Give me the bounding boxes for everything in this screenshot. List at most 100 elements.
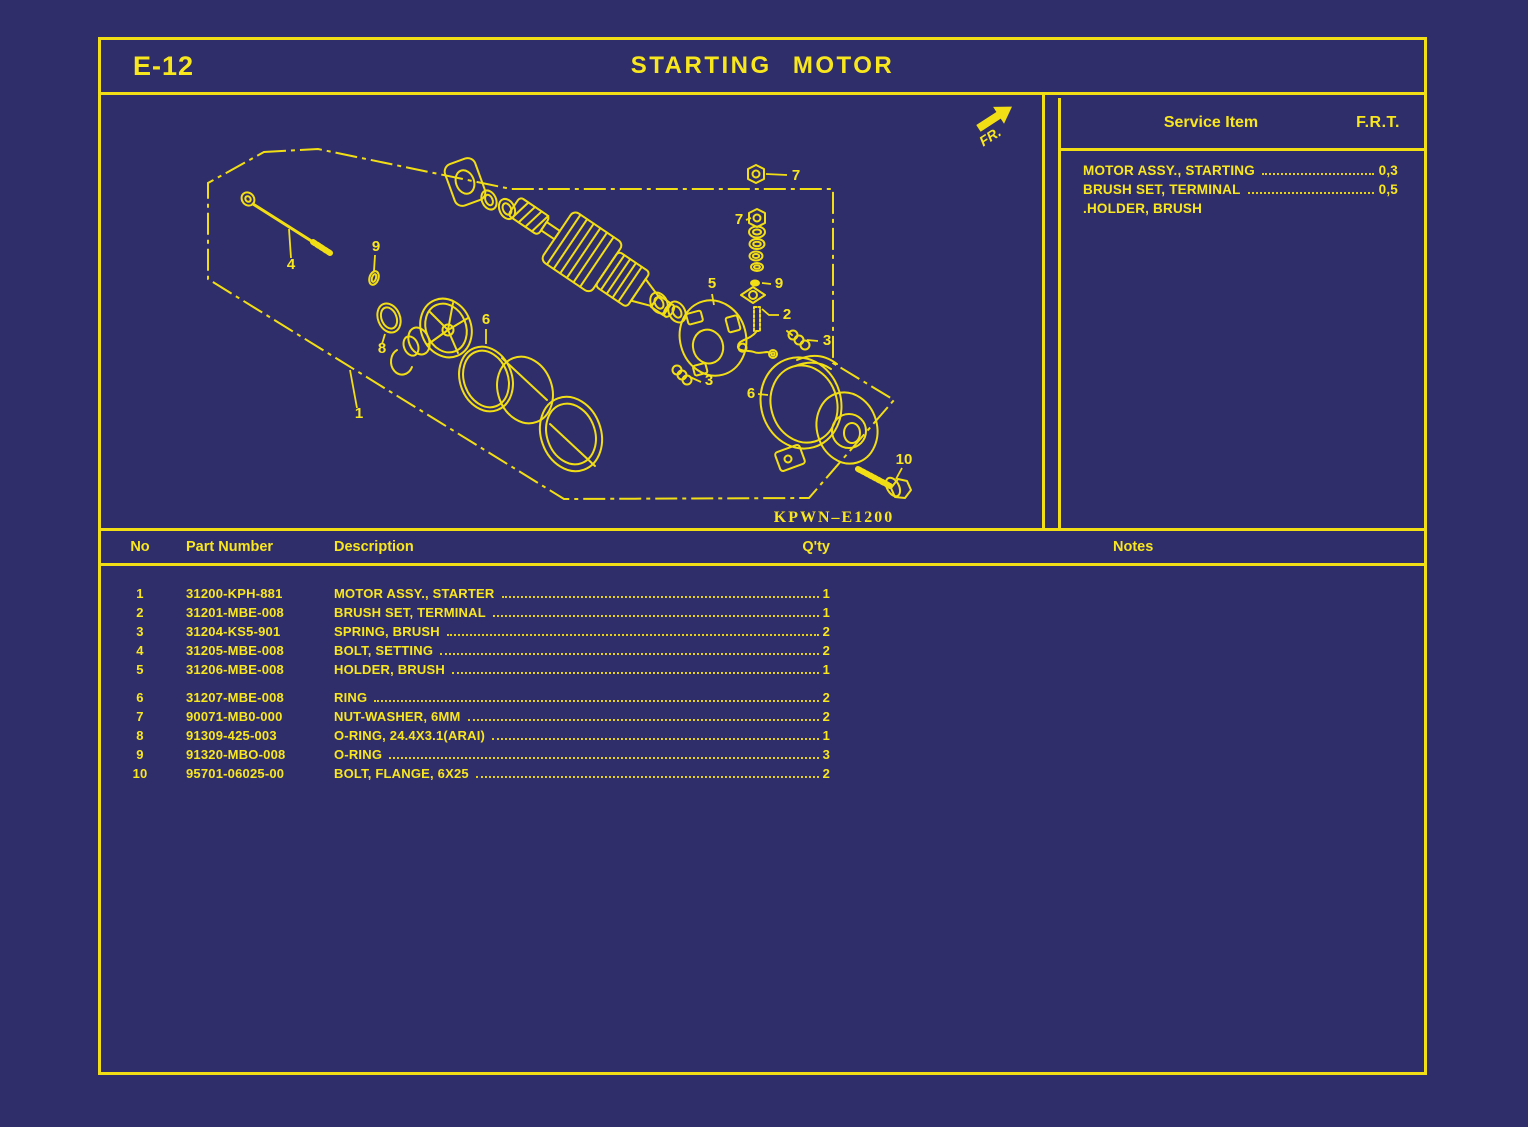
col-header-part-number: Part Number xyxy=(186,539,274,555)
cell-part-number: 31205-MBE-008 xyxy=(186,643,284,658)
cell-part-number: 31200-KPH-881 xyxy=(186,586,283,601)
leader-dots xyxy=(475,776,819,778)
catalog-frame: E-12 STARTING MOTOR xyxy=(98,37,1427,1075)
cell-no: 6 xyxy=(136,690,144,705)
cell-qty: 1 xyxy=(822,728,830,743)
cell-part-number: 31204-KS5-901 xyxy=(186,624,281,639)
cell-qty: 1 xyxy=(822,662,830,677)
diagram-callout-10: 10 xyxy=(896,451,913,468)
cell-description: BOLT, SETTING xyxy=(334,643,434,658)
parts-table-row: 7 90071-MB0-000 NUT-WASHER, 6MM 2 xyxy=(101,709,1424,728)
col-header-qty: Q'ty xyxy=(802,539,830,555)
diagram-callout-9: 9 xyxy=(775,275,783,292)
frt-header: F.R.T. xyxy=(1356,114,1400,131)
washer-stack xyxy=(749,227,765,272)
figure-code: KPWN–E1200 xyxy=(774,509,894,526)
brush-holder-5 xyxy=(671,293,754,383)
service-item-row: MOTOR ASSY., STARTING 0,3 xyxy=(1083,163,1398,182)
ring-6 xyxy=(450,339,521,419)
motor-housing xyxy=(488,349,612,480)
cell-part-number: 91320-MBO-008 xyxy=(186,747,286,762)
page-header: E-12 STARTING MOTOR xyxy=(101,40,1424,95)
callout-labels: 1 2 3 3 4 5 6 6 7 7 8 9 9 10 xyxy=(287,167,913,468)
parts-table-body: 1 31200-KPH-881 MOTOR ASSY., STARTER 1 2… xyxy=(101,566,1424,785)
service-panel-header: Service Item F.R.T. xyxy=(1061,98,1424,151)
service-item-row: .HOLDER, BRUSH xyxy=(1083,201,1398,220)
leader-dots xyxy=(492,615,819,617)
service-item-name: MOTOR ASSY., STARTING xyxy=(1083,163,1255,178)
col-header-notes: Notes xyxy=(1113,539,1154,555)
diagram-callout-6: 6 xyxy=(747,385,755,402)
cell-no: 7 xyxy=(136,709,144,724)
o-ring-9-stack xyxy=(750,279,760,287)
diagram-callout-7: 7 xyxy=(792,167,800,184)
diagram-callout-1: 1 xyxy=(355,405,363,422)
nut-7-top xyxy=(748,165,764,183)
cell-no: 4 xyxy=(136,643,144,658)
leader-dots xyxy=(1261,173,1374,175)
diagram-callout-9: 9 xyxy=(372,238,380,255)
flange-bolt-10 xyxy=(858,469,911,499)
cell-no: 2 xyxy=(136,605,144,620)
diagram-callout-3: 3 xyxy=(823,332,831,349)
diagram-callout-3: 3 xyxy=(705,372,713,389)
service-item-row: BRUSH SET, TERMINAL 0,5 xyxy=(1083,182,1398,201)
cell-part-number: 31201-MBE-008 xyxy=(186,605,284,620)
cell-no: 1 xyxy=(136,586,144,601)
leader-dots xyxy=(389,757,819,759)
terminal-2 xyxy=(738,307,777,358)
o-ring-8 xyxy=(373,300,405,336)
cell-no: 10 xyxy=(132,766,148,781)
cell-no: 3 xyxy=(136,624,144,639)
leader-dots xyxy=(446,634,819,636)
cell-description: O-RING, 24.4X3.1(ARAI) xyxy=(334,728,486,743)
cell-description: RING xyxy=(334,690,368,705)
cell-part-number: 90071-MB0-000 xyxy=(186,709,283,724)
brush-end-cap xyxy=(391,291,480,375)
diagram-callout-6: 6 xyxy=(482,311,490,328)
cell-description: BOLT, FLANGE, 6X25 xyxy=(334,766,469,781)
cell-part-number: 91309-425-003 xyxy=(186,728,277,743)
parts-table-row: 4 31205-MBE-008 BOLT, SETTING 2 xyxy=(101,643,1424,662)
cell-qty: 2 xyxy=(822,643,830,658)
diagram-callout-8: 8 xyxy=(378,340,386,357)
cell-description: MOTOR ASSY., STARTER xyxy=(334,586,495,601)
col-header-no: No xyxy=(130,539,150,555)
service-panel: Service Item F.R.T. MOTOR ASSY., STARTIN… xyxy=(1058,98,1424,531)
page-code: E-12 xyxy=(133,51,195,81)
clamp-plate xyxy=(741,287,765,303)
cell-qty: 3 xyxy=(822,747,830,762)
cell-qty: 1 xyxy=(822,586,830,601)
diagram-callout-7: 7 xyxy=(735,211,743,228)
diagram-callout-4: 4 xyxy=(287,256,296,273)
parts-table-row: 2 31201-MBE-008 BRUSH SET, TERMINAL 1 xyxy=(101,605,1424,624)
cell-qty: 2 xyxy=(822,766,830,781)
end-cover xyxy=(750,348,886,472)
parts-table-row: 3 31204-KS5-901 SPRING, BRUSH 2 xyxy=(101,624,1424,643)
callout-leaders xyxy=(289,174,902,479)
cell-part-number: 31207-MBE-008 xyxy=(186,690,284,705)
panel-divider xyxy=(1042,95,1045,531)
cell-no: 8 xyxy=(136,728,144,743)
leader-dots xyxy=(440,653,819,655)
nut-7-stack xyxy=(749,209,765,227)
armature-shaft xyxy=(497,181,689,338)
setting-bolt-4 xyxy=(239,190,330,253)
diagram-callout-5: 5 xyxy=(708,275,716,292)
brush-spring-right xyxy=(787,331,810,350)
service-item-name: BRUSH SET, TERMINAL xyxy=(1083,182,1241,197)
service-item-header: Service Item xyxy=(1163,114,1259,131)
service-item-name: .HOLDER, BRUSH xyxy=(1083,201,1203,216)
service-item-list: MOTOR ASSY., STARTING 0,3 BRUSH SET, TER… xyxy=(1061,151,1424,220)
cell-description: O-RING xyxy=(334,747,383,762)
cell-qty: 2 xyxy=(822,690,830,705)
cell-description: HOLDER, BRUSH xyxy=(334,662,445,677)
brush-spring-left xyxy=(673,366,692,385)
diagram-callout-2: 2 xyxy=(783,306,791,323)
leader-dots xyxy=(451,672,819,674)
cell-description: BRUSH SET, TERMINAL xyxy=(334,605,486,620)
leader-dots xyxy=(492,738,819,740)
col-header-description: Description xyxy=(334,539,414,555)
